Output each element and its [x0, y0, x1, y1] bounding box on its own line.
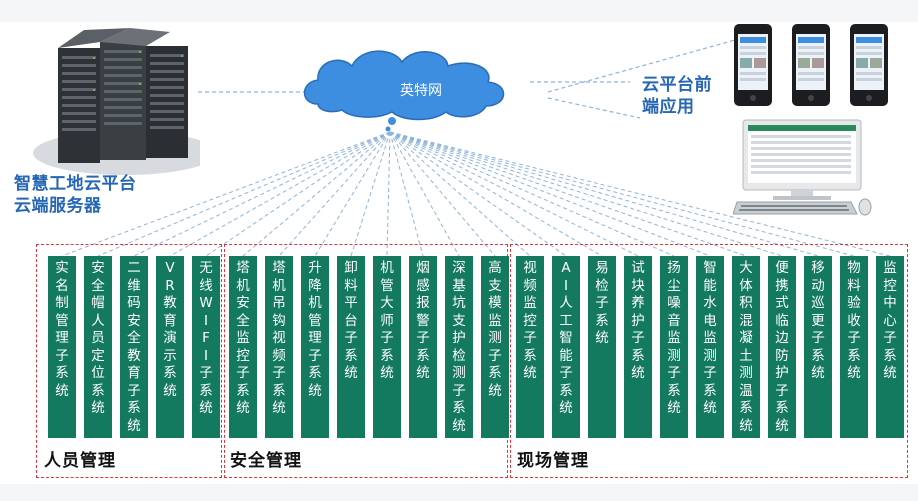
- system-column: 塔机吊钩视频子系统: [265, 256, 293, 438]
- fan-link: [61, 131, 391, 257]
- bottom-band: [0, 484, 918, 501]
- system-column: 移动巡更子系统: [804, 256, 832, 438]
- fan-link: [389, 131, 747, 257]
- fan-link: [389, 131, 567, 257]
- server-label: 智慧工地云平台云端服务器: [14, 174, 137, 216]
- fan-link: [389, 131, 531, 257]
- fan-link: [389, 131, 675, 257]
- system-column: 监控中心子系统: [876, 256, 904, 438]
- group-label-personnel: 人员管理: [44, 451, 116, 471]
- fan-link: [386, 131, 391, 257]
- top-band: [0, 0, 918, 22]
- app-link-bottom: [547, 97, 641, 119]
- system-column: 塔机安全监控子系统: [229, 256, 257, 438]
- fan-link: [242, 131, 391, 257]
- system-column: 物料验收子系统: [840, 256, 868, 438]
- fan-link: [314, 131, 391, 257]
- system-column: 机管大师子系统: [373, 256, 401, 438]
- system-column: 便携式临边防护子系统: [768, 256, 796, 438]
- group-label-safety: 安全管理: [230, 451, 302, 471]
- cloud-label: 英特网: [400, 83, 442, 99]
- fan-link: [97, 131, 391, 257]
- fan-link: [389, 131, 855, 257]
- fan-link: [389, 131, 639, 257]
- mobile-phones-icon: [734, 24, 888, 106]
- system-column: 高支模监测子系统: [481, 256, 509, 438]
- system-column: 烟感报警子系统: [409, 256, 437, 438]
- system-column: 扬尘噪音监测子系统: [660, 256, 688, 438]
- system-column: 大体积混凝土测温系统: [732, 256, 760, 438]
- fan-link: [350, 131, 391, 257]
- group-box-personnel: [36, 244, 222, 478]
- system-column: 易检子系统: [588, 256, 616, 438]
- fan-link: [389, 131, 891, 257]
- fan-link: [278, 131, 391, 257]
- server-rack-icon: [33, 28, 200, 175]
- group-box-site: [510, 244, 908, 478]
- app-link-top: [547, 39, 736, 93]
- system-column: 二维码安全教育子系统: [120, 256, 148, 438]
- system-column: 升降机管理子系统: [301, 256, 329, 438]
- fan-link: [389, 131, 603, 257]
- fan-link: [389, 131, 460, 257]
- system-column: 深基坑支护检测子系统: [445, 256, 473, 438]
- system-column: 智能水电监测子系统: [696, 256, 724, 438]
- fan-link: [205, 131, 391, 257]
- system-column: 安全帽人员定位系统: [84, 256, 112, 438]
- fan-link: [389, 131, 496, 257]
- system-column: 视频监控子系统: [516, 256, 544, 438]
- fan-link: [389, 131, 711, 257]
- desktop-computer-icon: [733, 119, 872, 216]
- fan-link: [389, 131, 819, 257]
- system-column: 实名制管理子系统: [48, 256, 76, 438]
- internet-cloud-icon: [303, 50, 505, 132]
- group-label-site: 现场管理: [517, 451, 589, 471]
- fan-link: [169, 131, 391, 257]
- system-column: 试块养护子系统: [624, 256, 652, 438]
- fan-link: [133, 131, 391, 257]
- fan-link: [389, 131, 783, 257]
- fan-link: [389, 131, 424, 257]
- app-label: 云平台前端应用: [642, 75, 712, 117]
- system-column: 卸料平台子系统: [337, 256, 365, 438]
